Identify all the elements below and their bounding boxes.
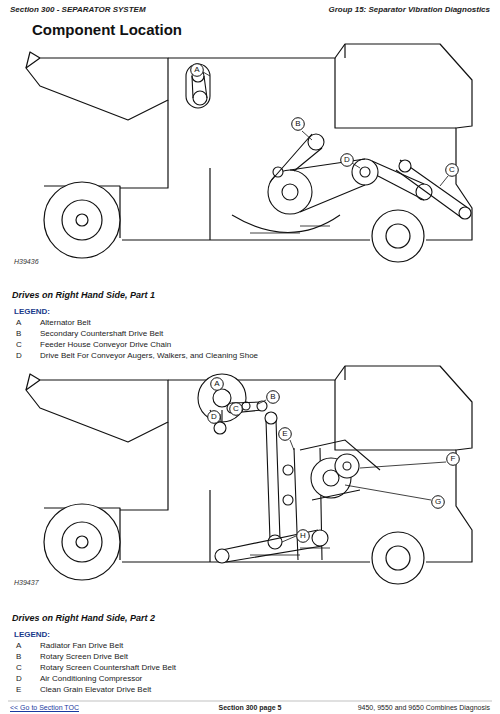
legend-letter: E	[16, 686, 21, 695]
legend-text: Clean Grain Elevator Drive Belt	[40, 686, 151, 695]
callout-letter: A	[214, 380, 219, 388]
section-header: Section 300 - SEPARATOR SYSTEM	[10, 6, 146, 15]
manual-title: 9450, 9550 and 9650 Combines Diagnosis	[358, 704, 490, 712]
callout-circle: G	[431, 495, 445, 509]
legend-text: Alternator Belt	[40, 319, 91, 328]
figure-caption: Drives on Right Hand Side, Part 1	[12, 291, 155, 301]
callout-letter: H	[300, 532, 306, 540]
page-number: Section 300 page 5	[218, 704, 281, 712]
toc-link: << Go to Section TOC	[10, 704, 79, 712]
callout-letter: G	[435, 498, 441, 506]
callout-circle: D	[340, 153, 354, 167]
legend-text: Secondary Countershaft Drive Belt	[40, 330, 163, 339]
callout-letter: E	[282, 430, 287, 438]
callout-letter: B	[295, 120, 300, 128]
callout-letter: C	[233, 405, 239, 413]
callout-letter: A	[194, 66, 199, 74]
callout-circle: B	[291, 117, 305, 131]
legend-text: Radiator Fan Drive Belt	[40, 642, 123, 651]
callout-letter: F	[451, 455, 456, 463]
legend-heading: LEGEND:	[14, 308, 50, 317]
legend-heading: LEGEND:	[14, 631, 50, 640]
group-header: Group 15: Separator Vibration Diagnostic…	[328, 6, 490, 15]
callout-circle: E	[278, 427, 292, 441]
legend-text: Rotary Screen Countershaft Drive Belt	[40, 664, 176, 673]
callout-letter: C	[449, 166, 455, 174]
callout-letter: D	[211, 413, 217, 421]
callout-circle: H	[296, 529, 310, 543]
callout-circle: A	[190, 63, 204, 77]
callout-letter: B	[270, 393, 275, 401]
callout-circle: B	[266, 390, 280, 404]
figure-number: H39437	[14, 579, 39, 587]
figure-caption: Drives on Right Hand Side, Part 2	[12, 614, 155, 624]
legend-letter: B	[16, 330, 21, 339]
legend-letter: C	[16, 664, 22, 673]
legend-text: Feeder House Conveyor Drive Chain	[40, 341, 171, 350]
legend-text: Drive Belt For Conveyor Augers, Walkers,…	[40, 352, 258, 361]
legend-letter: A	[16, 319, 21, 328]
page-title: Component Location	[32, 22, 182, 39]
callout-circle: C	[229, 402, 243, 416]
callout-letter: D	[344, 156, 350, 164]
callout-circle: D	[207, 410, 221, 424]
legend-letter: D	[16, 675, 22, 684]
legend-letter: B	[16, 653, 21, 662]
callout-circle: C	[445, 163, 459, 177]
legend-text: Air Conditioning Compressor	[40, 675, 142, 684]
callout-circle: F	[446, 452, 460, 466]
figure-number: H39436	[14, 258, 39, 266]
legend-text: Rotary Screen Drive Belt	[40, 653, 128, 662]
legend-letter: C	[16, 341, 22, 350]
callout-circle: A	[210, 377, 224, 391]
legend-letter: A	[16, 642, 21, 651]
legend-letter: D	[16, 352, 22, 361]
